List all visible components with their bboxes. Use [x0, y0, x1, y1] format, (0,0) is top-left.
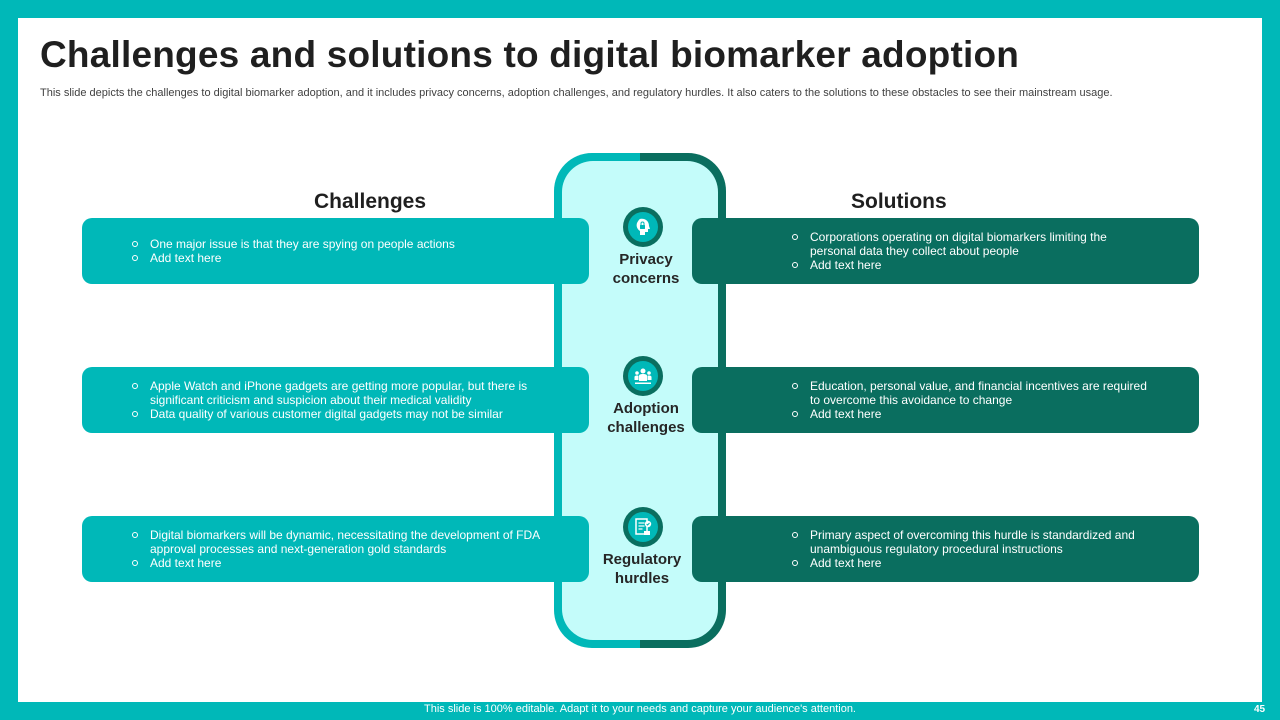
list-item: Corporations operating on digital biomar…: [792, 230, 1149, 258]
solution-box-privacy: Corporations operating on digital biomar…: [692, 218, 1199, 284]
solution-box-regulatory: Primary aspect of overcoming this hurdle…: [692, 516, 1199, 582]
page-title: Challenges and solutions to digital biom…: [40, 34, 1020, 75]
list-item: Education, personal value, and financial…: [792, 379, 1149, 407]
list-item: Apple Watch and iPhone gadgets are getti…: [132, 379, 549, 407]
row-label-regulatory: Regulatory hurdles: [602, 551, 682, 587]
challenges-heading: Challenges: [314, 190, 427, 213]
list-item: Data quality of various customer digital…: [132, 407, 549, 421]
list-item: Add text here: [132, 251, 455, 265]
row-label-privacy: Privacy concerns: [612, 251, 680, 287]
challenge-box-regulatory: Digital biomarkers will be dynamic, nece…: [82, 516, 589, 582]
list-item: Add text here: [132, 556, 549, 570]
regulatory-document-icon: [623, 507, 663, 547]
list-item: Primary aspect of overcoming this hurdle…: [792, 528, 1149, 556]
challenge-box-privacy: One major issue is that they are spying …: [82, 218, 589, 284]
list-item: Add text here: [792, 407, 1149, 421]
page-number: 45: [1254, 704, 1266, 715]
solution-box-adoption: Education, personal value, and financial…: [692, 367, 1199, 433]
challenge-box-adoption: Apple Watch and iPhone gadgets are getti…: [82, 367, 589, 433]
row-label-adoption: Adoption challenges: [607, 400, 685, 436]
list-item: Add text here: [792, 556, 1149, 570]
solutions-heading: Solutions: [851, 190, 947, 213]
team-adoption-icon: [623, 356, 663, 396]
list-item: One major issue is that they are spying …: [132, 237, 455, 251]
list-item: Add text here: [792, 258, 1149, 272]
list-item: Digital biomarkers will be dynamic, nece…: [132, 528, 549, 556]
page-subtitle: This slide depicts the challenges to dig…: [40, 87, 1113, 99]
footer-note: This slide is 100% editable. Adapt it to…: [424, 703, 856, 715]
privacy-lock-head-icon: [623, 207, 663, 247]
